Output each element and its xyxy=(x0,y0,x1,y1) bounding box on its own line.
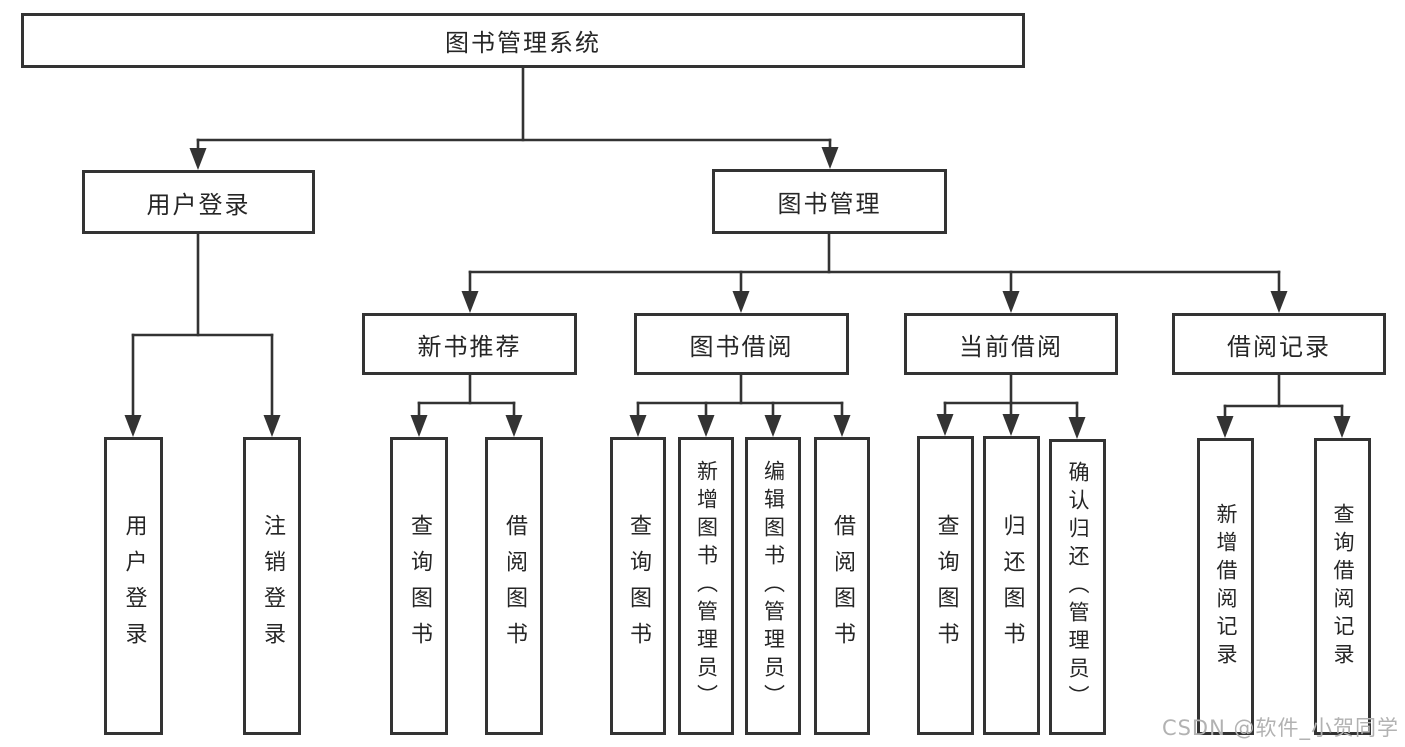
node-label: 新增图书（管理员） xyxy=(694,460,719,712)
node-borrow-add-books-admin: 新增图书（管理员） xyxy=(678,437,734,735)
connector xyxy=(189,66,839,170)
watermark: CSDN @软件_小贺同学 xyxy=(1161,716,1399,740)
node-borrow-borrow-books: 借阅图书 xyxy=(814,437,870,735)
node-label: 查询图书 xyxy=(933,513,959,658)
connector xyxy=(410,373,523,437)
node-book-management: 图书管理 xyxy=(712,169,947,234)
connector xyxy=(629,373,851,437)
node-label: 编辑图书（管理员） xyxy=(761,460,786,712)
node-new-book-recommend: 新书推荐 xyxy=(362,313,577,375)
node-current-confirm-return-admin: 确认归还（管理员） xyxy=(1049,439,1106,735)
connector xyxy=(124,232,281,437)
node-borrow-query-books: 查询图书 xyxy=(610,437,666,735)
node-records-add-record: 新增借阅记录 xyxy=(1197,438,1254,735)
node-borrowing-records: 借阅记录 xyxy=(1172,313,1386,375)
node-label: 确认归还（管理员） xyxy=(1066,461,1090,713)
node-label: 新书推荐 xyxy=(417,332,522,361)
node-label: 归还图书 xyxy=(999,513,1025,658)
node-borrow-edit-books-admin: 编辑图书（管理员） xyxy=(745,437,801,735)
node-root: 图书管理系统 xyxy=(21,13,1025,68)
node-book-borrowing: 图书借阅 xyxy=(634,313,849,375)
connector xyxy=(936,373,1086,439)
connector xyxy=(461,232,1288,313)
node-user-login-group: 用户登录 xyxy=(82,170,315,234)
node-current-return-books: 归还图书 xyxy=(983,436,1040,735)
node-label: 借阅图书 xyxy=(830,514,855,658)
node-current-query-books: 查询图书 xyxy=(917,436,974,735)
node-label: 图书管理系统 xyxy=(445,29,601,57)
node-current-borrowing: 当前借阅 xyxy=(904,313,1118,375)
node-label: 查询图书 xyxy=(407,514,432,658)
connector xyxy=(1216,373,1351,438)
node-label: 新增借阅记录 xyxy=(1214,502,1238,671)
node-label: 查询图书 xyxy=(626,514,651,658)
node-label: 用户登录 xyxy=(121,514,147,658)
node-newbook-borrow-books: 借阅图书 xyxy=(485,437,543,735)
node-label: 查询借阅记录 xyxy=(1331,502,1355,671)
node-logout: 注销登录 xyxy=(243,437,301,735)
node-user-login: 用户登录 xyxy=(104,437,163,735)
node-label: 图书借阅 xyxy=(689,332,794,361)
node-label: 注销登录 xyxy=(260,514,285,658)
node-newbook-query-books: 查询图书 xyxy=(390,437,448,735)
node-records-query-record: 查询借阅记录 xyxy=(1314,438,1371,735)
node-label: 借阅记录 xyxy=(1227,332,1331,361)
node-label: 当前借阅 xyxy=(959,332,1063,361)
node-label: 借阅图书 xyxy=(502,514,527,658)
node-label: 用户登录 xyxy=(146,190,251,219)
node-label: 图书管理 xyxy=(777,190,882,218)
